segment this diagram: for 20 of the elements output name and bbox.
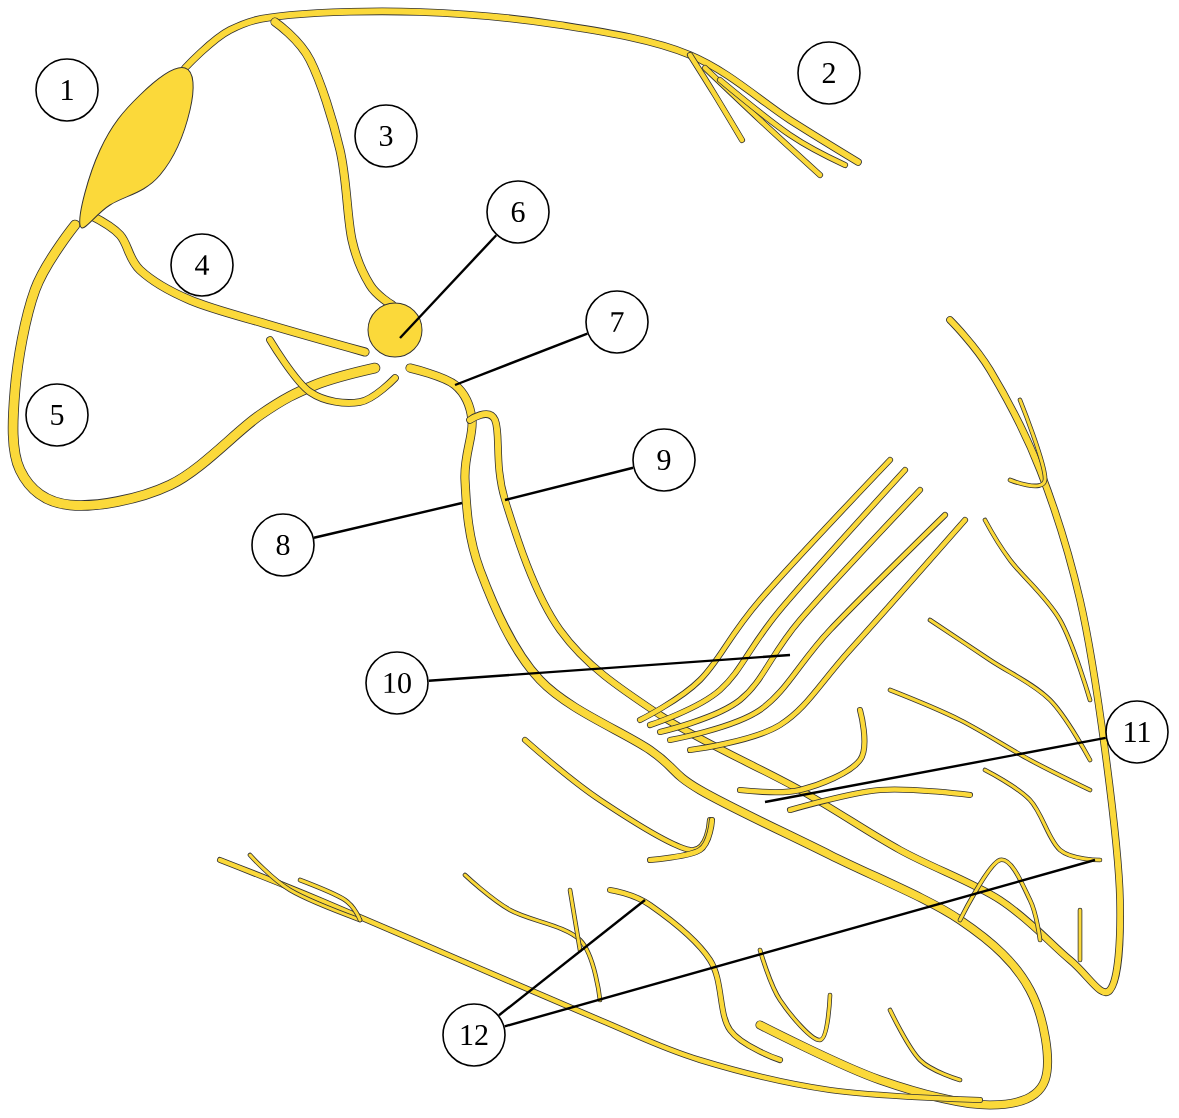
callout-number: 2 bbox=[797, 41, 861, 105]
leader-line bbox=[504, 466, 634, 502]
callout-number: 1 bbox=[35, 58, 99, 122]
leader-line bbox=[504, 858, 1096, 1028]
leader-line bbox=[313, 501, 463, 539]
callout-number: 5 bbox=[25, 383, 89, 447]
callout-number: 11 bbox=[1105, 700, 1169, 764]
leader-line bbox=[498, 899, 646, 1017]
callout-number: 10 bbox=[365, 651, 429, 715]
callout-number: 9 bbox=[632, 428, 696, 492]
callout-number: 6 bbox=[486, 180, 550, 244]
leader-line bbox=[454, 332, 588, 387]
leader-line bbox=[764, 736, 1106, 804]
callout-number: 3 bbox=[354, 104, 418, 168]
leader-line bbox=[399, 234, 498, 339]
callout-number: 7 bbox=[585, 290, 649, 354]
callout-number: 8 bbox=[251, 513, 315, 577]
callout-number: 12 bbox=[442, 1003, 506, 1067]
callout-number: 4 bbox=[170, 233, 234, 297]
leader-line bbox=[428, 653, 791, 682]
